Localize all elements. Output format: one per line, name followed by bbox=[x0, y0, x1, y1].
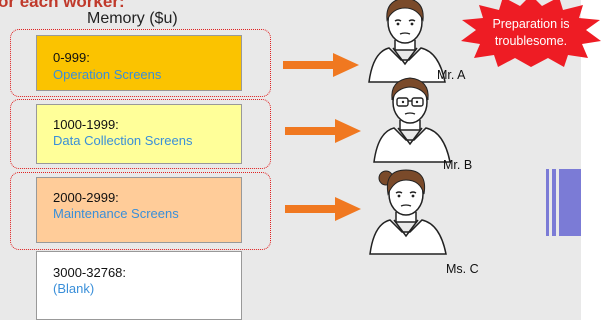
worker-label: Mr. A bbox=[437, 68, 466, 82]
arrow-right-icon bbox=[285, 119, 361, 143]
worker-label: Mr. B bbox=[443, 158, 473, 172]
arrow-right-icon bbox=[283, 53, 359, 77]
memory-block-blank: 3000-32768: (Blank) bbox=[36, 251, 242, 320]
memory-range-label: 0-999: bbox=[53, 50, 90, 65]
memory-desc-label: Operation Screens bbox=[53, 67, 162, 82]
memory-desc-label: Maintenance Screens bbox=[53, 206, 179, 221]
memory-block-maintenance: 2000-2999: Maintenance Screens bbox=[36, 177, 242, 243]
worker-woman-icon bbox=[369, 169, 447, 255]
callout-text: Preparation is troublesome. bbox=[460, 16, 602, 50]
memory-block-operation: 0-999: Operation Screens bbox=[36, 35, 242, 91]
memory-group-outline-b bbox=[10, 99, 271, 169]
worker-man-glasses-icon bbox=[373, 77, 451, 163]
memory-range-label: 3000-32768: bbox=[53, 265, 127, 280]
memory-desc-label: (Blank) bbox=[53, 281, 95, 296]
arrow-right-icon bbox=[285, 197, 361, 221]
title-fragment: or each worker: bbox=[0, 0, 125, 11]
side-marker-icon bbox=[546, 169, 581, 236]
warning-burst-icon bbox=[461, 0, 601, 67]
worker-label: Ms. C bbox=[446, 262, 479, 276]
memory-group-outline-a bbox=[10, 29, 271, 97]
memory-range-label: 2000-2999: bbox=[53, 190, 119, 205]
memory-title: Memory ($u) bbox=[87, 10, 178, 27]
callout-line-1: Preparation is bbox=[492, 17, 570, 31]
memory-range-label: 1000-1999: bbox=[53, 117, 119, 132]
memory-block-data-collection: 1000-1999: Data Collection Screens bbox=[36, 104, 242, 164]
worker-man-icon bbox=[368, 0, 446, 83]
memory-desc-label: Data Collection Screens bbox=[53, 133, 193, 148]
memory-group-outline-c bbox=[10, 172, 271, 250]
callout-line-2: troublesome. bbox=[494, 34, 568, 48]
